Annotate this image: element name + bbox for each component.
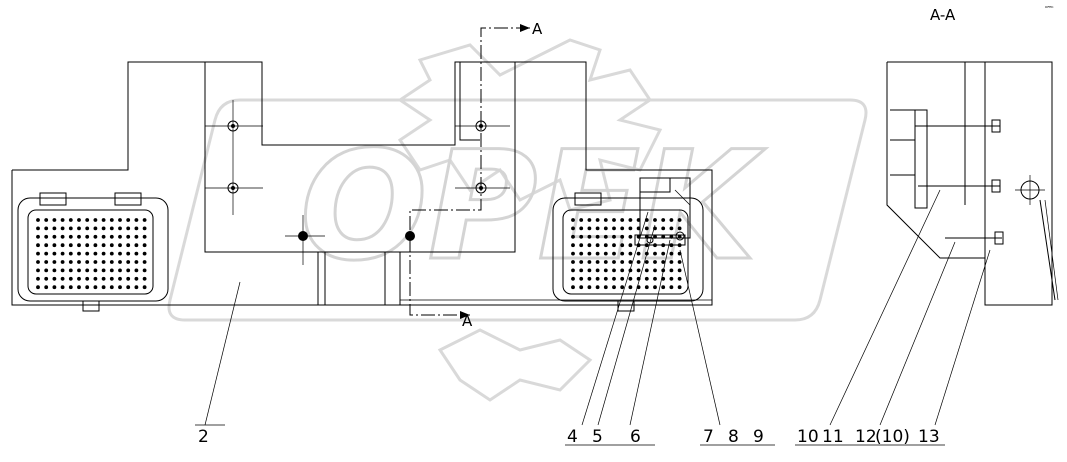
callout-9: 9 bbox=[753, 427, 764, 447]
right-lamp-grille bbox=[571, 218, 682, 290]
watermark-text: OPEK bbox=[300, 120, 766, 294]
sensor-bracket bbox=[634, 177, 691, 246]
section-arrow-top-label: A bbox=[532, 20, 543, 38]
main-assembly-view bbox=[11, 61, 713, 306]
callout-6: 6 bbox=[630, 427, 641, 447]
watermark-gear-logo: OPEK bbox=[167, 38, 868, 402]
callout-7: 7 bbox=[703, 427, 714, 447]
callout-12: 12 bbox=[855, 427, 877, 447]
section-title: A-A bbox=[930, 6, 956, 24]
callout-labels: 2 4 5 6 7 8 9 10 11 12 (10) 13 bbox=[198, 427, 940, 447]
callout-13: 13 bbox=[918, 427, 940, 447]
section-cut-line: A A bbox=[409, 20, 543, 330]
left-lamp bbox=[17, 192, 169, 312]
callout-4: 4 bbox=[567, 427, 578, 447]
bolt-holes bbox=[205, 100, 510, 265]
callout-12-ref-10: (10) bbox=[875, 427, 910, 447]
left-lamp-grille bbox=[36, 218, 147, 290]
callout-10: 10 bbox=[797, 427, 819, 447]
corner-mark: ᴼᴾᴱᴷ bbox=[1045, 6, 1054, 12]
callout-2: 2 bbox=[198, 427, 209, 447]
section-view-a-a: A-A ᴼᴾᴱᴷ bbox=[886, 6, 1059, 306]
callout-5: 5 bbox=[592, 427, 603, 447]
callout-11: 11 bbox=[822, 427, 844, 447]
callout-leaders bbox=[195, 189, 991, 446]
section-arrow-bottom-label: A bbox=[462, 312, 473, 330]
callout-8: 8 bbox=[728, 427, 739, 447]
right-lamp bbox=[552, 192, 704, 312]
